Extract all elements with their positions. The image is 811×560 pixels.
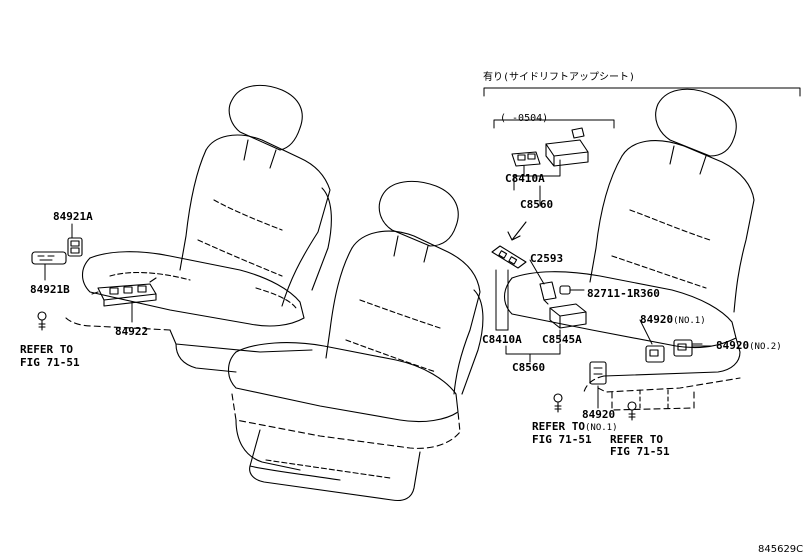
screw-mid-icon (553, 393, 563, 413)
front-seat-outline (227, 180, 484, 502)
switch-c8410a-bottom-icon (491, 245, 527, 269)
label-84920-no1-bottom-suffix: (NO.1) (585, 423, 618, 433)
refer-right-line1: REFER TO (610, 433, 663, 446)
motor-84920-no2-icon (673, 339, 703, 357)
knob-84921a-icon (67, 237, 83, 257)
label-c8545a[interactable]: C8545A (542, 333, 582, 346)
label-84921a[interactable]: 84921A (53, 210, 93, 223)
switch-84922-icon (91, 277, 157, 307)
date-range: ( -0504) (500, 113, 549, 124)
ecu-c8560-top-icon (545, 127, 589, 167)
refer-left-line1: REFER TO (20, 343, 73, 356)
switch-c8410a-top-icon (511, 151, 541, 167)
refer-mid-line2[interactable]: FIG 71-51 (532, 433, 592, 446)
label-84920-no1-right[interactable]: 84920(NO.1) (640, 314, 706, 327)
part-number: 84920 (640, 313, 674, 326)
part-suffix: (NO.1) (673, 316, 706, 326)
refer-right-line2[interactable]: FIG 71-51 (610, 445, 670, 458)
motor-84920-no1-right-icon (645, 345, 665, 363)
refer-mid-line1: REFER TO (532, 420, 585, 433)
screw-right-icon (627, 401, 637, 421)
figure-id: 845629C (758, 544, 804, 555)
label-c8410a-top[interactable]: C8410A (505, 172, 545, 185)
motor-84920-no1-bottom-icon (589, 361, 607, 385)
view-arrow-icon (507, 221, 527, 241)
refer-left-line2[interactable]: FIG 71-51 (20, 356, 80, 369)
part-number: 84920 (716, 339, 750, 352)
label-c8560-top[interactable]: C8560 (520, 198, 554, 211)
module-c8545a-icon (549, 303, 587, 329)
right-seat-outline (503, 88, 755, 411)
label-c2593[interactable]: C2593 (530, 252, 564, 265)
label-84921b[interactable]: 84921B (30, 283, 70, 296)
option-header: 有り(サイドリフトアップシート) (483, 72, 636, 83)
leader-lines (44, 87, 801, 409)
label-84922[interactable]: 84922 (115, 325, 149, 338)
bracket-c2593-icon (539, 281, 557, 305)
label-84920-no2[interactable]: 84920(NO.2) (716, 340, 782, 353)
label-c8410a-bottom[interactable]: C8410A (482, 333, 522, 346)
label-84920-no1-bottom[interactable]: 84920 (582, 408, 616, 421)
part-suffix: (NO.2) (749, 342, 782, 352)
left-seat-outline (65, 84, 332, 373)
screw-left-icon (37, 311, 47, 331)
label-82711-1r360[interactable]: 82711-1R360 (587, 287, 660, 300)
cover-84921b-icon (31, 251, 67, 265)
label-c8560-bottom[interactable]: C8560 (512, 361, 546, 374)
